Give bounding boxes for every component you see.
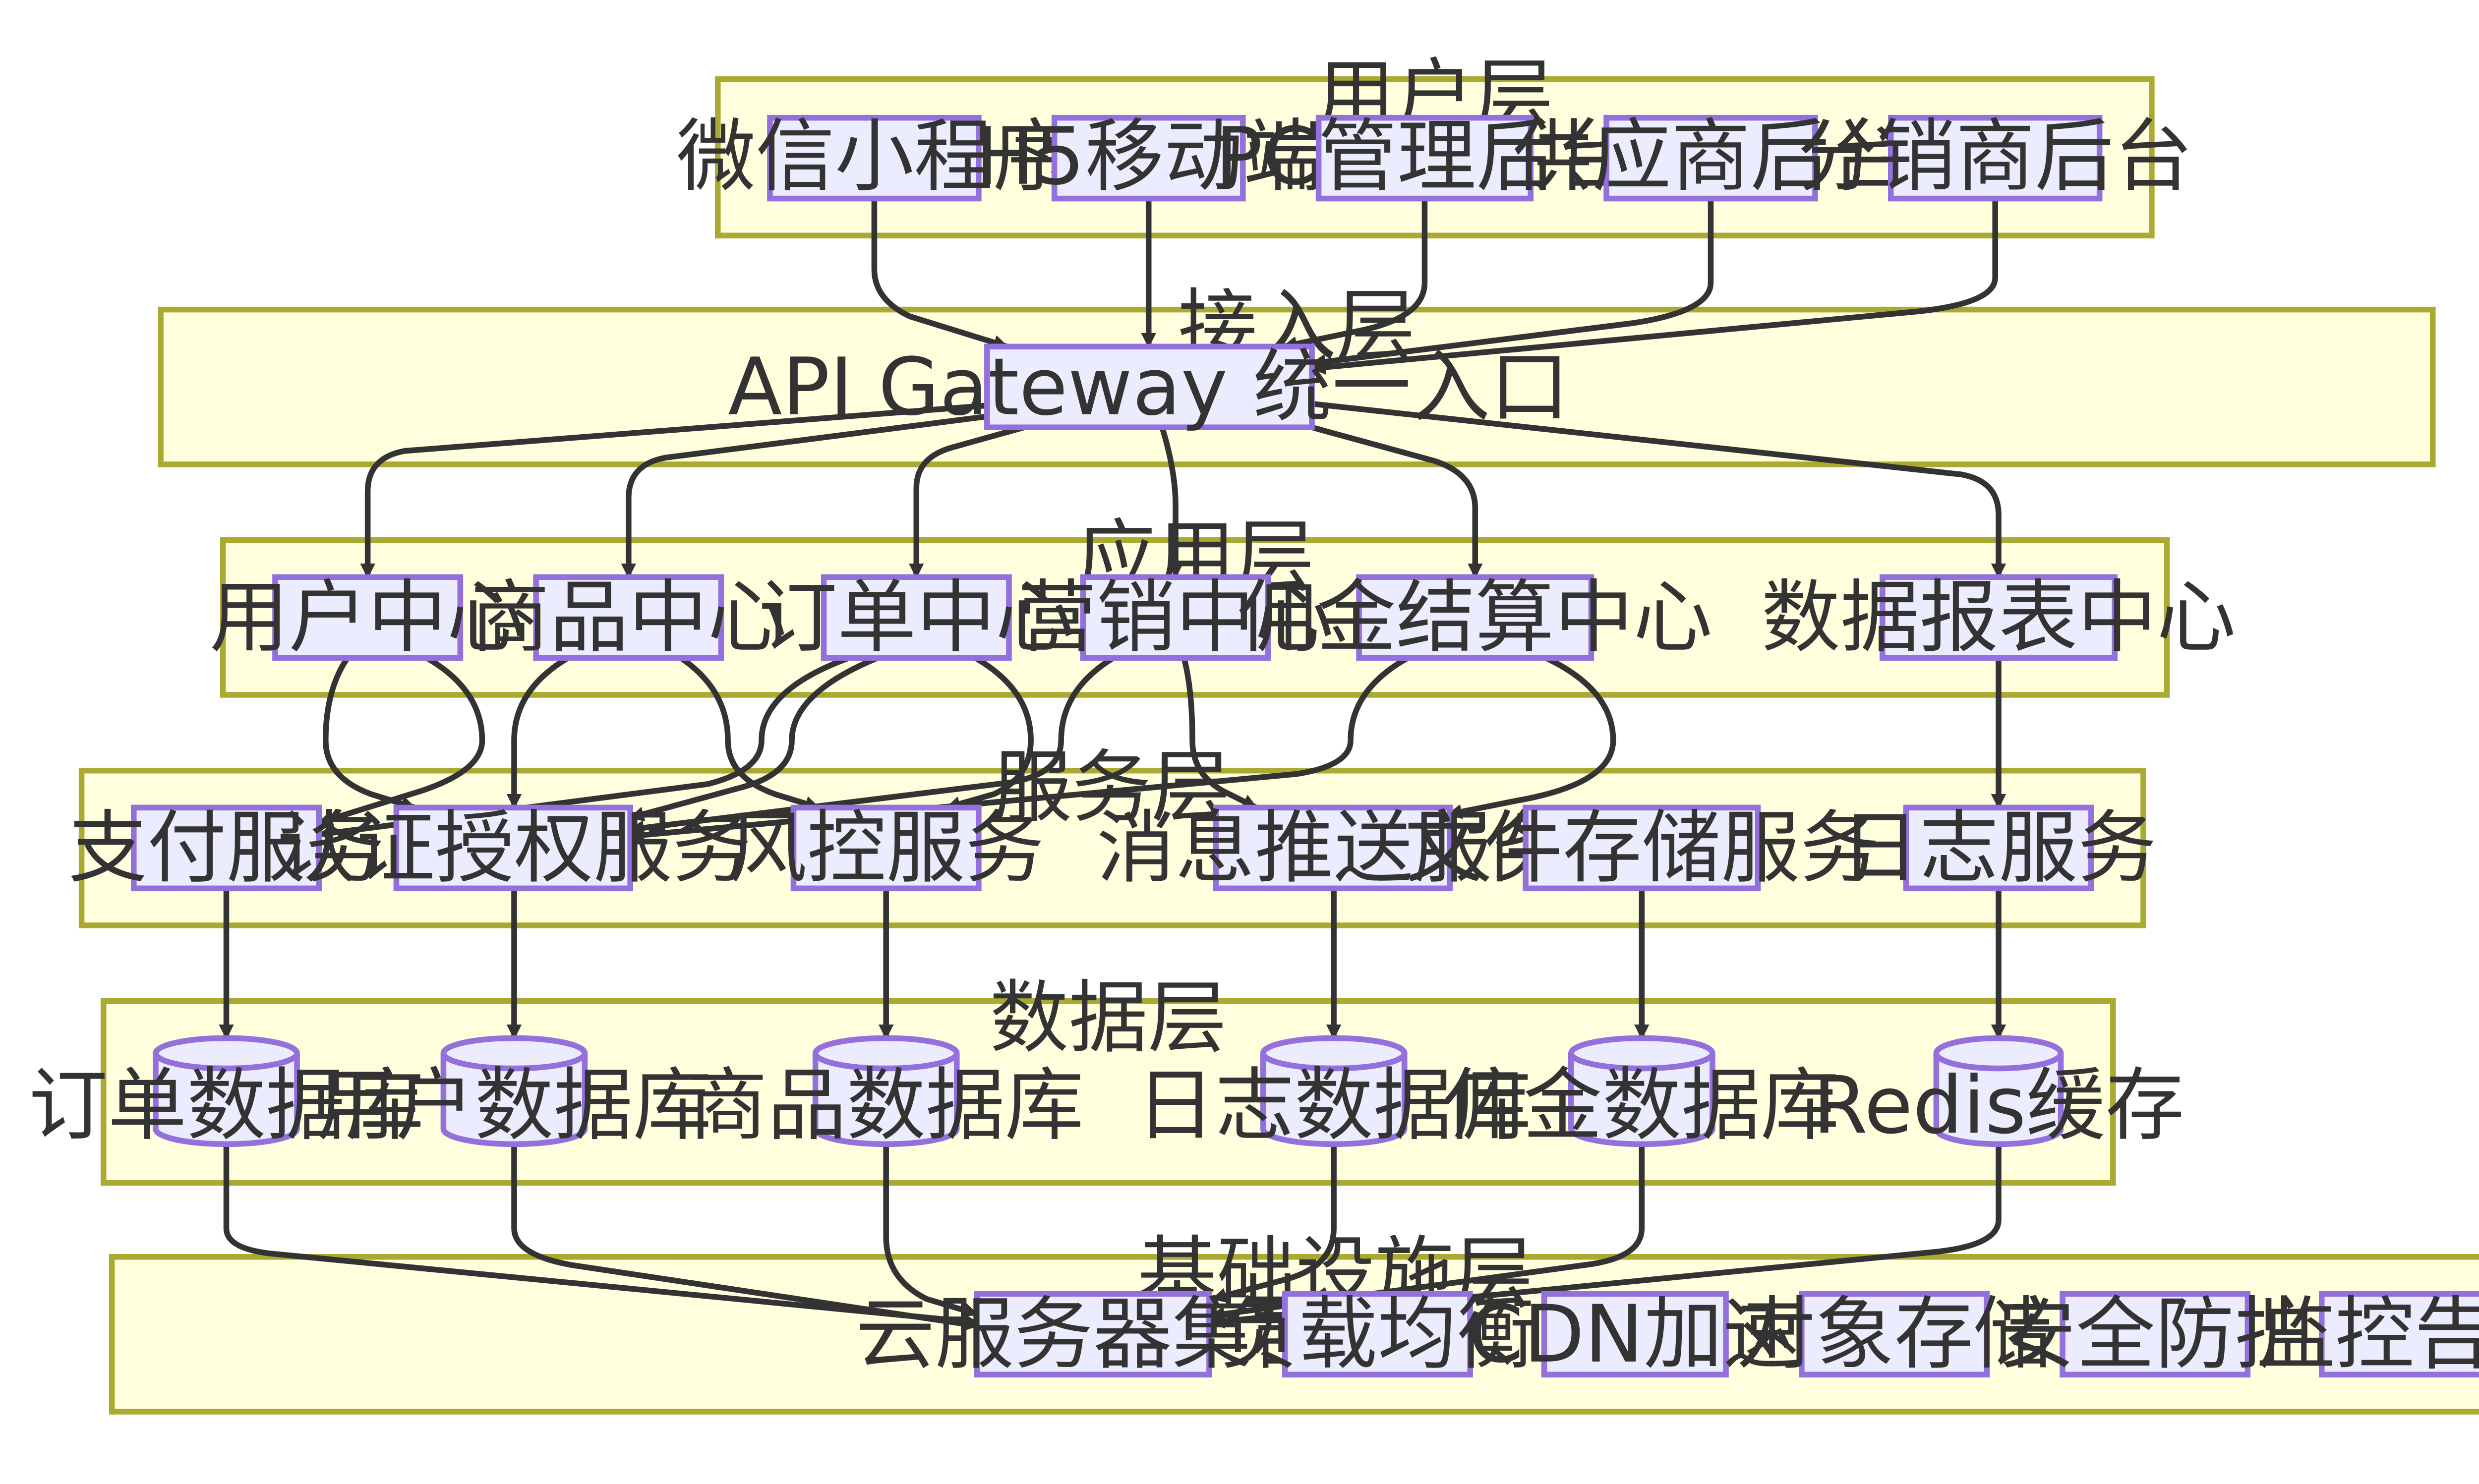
node-pc-admin[interactable]: PC管理后台: [1215, 111, 1635, 203]
edge-log-db-cloud: [1211, 1144, 1337, 1303]
cluster-data-layer: 数据层: [100, 972, 2116, 1186]
edge-commission-center-push: [1446, 655, 1616, 819]
node-marketing-center[interactable]: 营销中心: [1017, 571, 1334, 664]
edge-gateway-commission-center: [1311, 424, 1483, 579]
edge-redis-cloud: [1209, 1144, 2002, 1329]
node-label: 监控告警: [2256, 1288, 2479, 1380]
node-label: 营销中心: [1017, 571, 1334, 664]
node-label: PC管理后台: [1215, 111, 1635, 203]
node-product-center[interactable]: 商品中心: [471, 571, 787, 664]
node-monitoring[interactable]: 监控告警: [2256, 1288, 2479, 1380]
node-push-service[interactable]: 消息推送服务: [1097, 802, 1571, 894]
node-log-db[interactable]: 日志数据库: [1136, 1035, 1532, 1151]
node-log-service[interactable]: 日志服务: [1840, 802, 2157, 894]
edge-commission-db-cloud: [1209, 1144, 1645, 1321]
node-redis-cache[interactable]: Redis缓存: [1813, 1035, 2184, 1151]
edge-commission-center-auth: [629, 655, 1410, 843]
node-label: 商品中心: [471, 571, 787, 664]
edge-distributor-gateway: [1310, 198, 1998, 375]
node-user-center[interactable]: 用户中心: [210, 571, 526, 664]
edge-wechat-gateway: [871, 198, 1009, 350]
node-label: 用户中心: [210, 571, 526, 664]
cluster-label: 服务层: [993, 742, 1231, 834]
edge-user-center-payment: [317, 655, 485, 826]
node-label: H5移动端: [975, 111, 1322, 203]
edge-product-db-cloud: [883, 1144, 979, 1317]
node-label: 分销商后台: [1797, 111, 2193, 203]
node-label: 微信小程序: [677, 111, 1072, 203]
node-label: 订单中心: [758, 571, 1074, 664]
node-label: 用户数据库: [316, 1059, 712, 1151]
node-product-db[interactable]: 商品数据库: [688, 1035, 1084, 1151]
node-label: 支付服务: [68, 802, 384, 894]
node-supplier-admin[interactable]: 供应商后台: [1513, 111, 1909, 203]
node-commission-db[interactable]: 佣金数据库: [1444, 1035, 1839, 1151]
node-report-center[interactable]: 数据报表中心: [1761, 571, 2236, 664]
node-wechat-mini-program[interactable]: 微信小程序: [677, 111, 1072, 203]
edge-product-center-auth: [506, 655, 570, 809]
edge-supplier-gateway: [1310, 198, 1714, 369]
edge-order-center-auth: [629, 655, 879, 822]
node-payment-service[interactable]: 支付服务: [68, 802, 384, 894]
node-label: 文件存储服务: [1405, 802, 1879, 894]
node-user-db[interactable]: 用户数据库: [316, 1035, 712, 1151]
edge-gateway-marketing-center: [1159, 426, 1183, 579]
node-object-storage[interactable]: 对象存储: [1736, 1288, 2052, 1380]
edge-gateway-order-center: [909, 424, 1025, 579]
node-file-storage-service[interactable]: 文件存储服务: [1405, 802, 1879, 894]
node-h5-mobile[interactable]: H5移动端: [975, 111, 1322, 203]
node-cloud-server-cluster[interactable]: 云服务器集群: [856, 1288, 1330, 1380]
edge-order-db-cloud: [223, 1144, 979, 1329]
edge-user-db-cloud: [511, 1144, 979, 1331]
node-label: CDN加速: [1468, 1288, 1802, 1380]
node-label: 佣金结算中心: [1238, 571, 1712, 664]
node-label: 供应商后台: [1513, 111, 1909, 203]
node-label: 安全防护: [1997, 1288, 2313, 1380]
node-order-db[interactable]: 订单数据库: [29, 1035, 424, 1151]
node-label: 订单数据库: [29, 1059, 424, 1151]
node-api-gateway[interactable]: API Gateway 统一入口: [728, 341, 1569, 433]
node-label: 日志数据库: [1136, 1059, 1532, 1151]
edge-marketing-center-push: [1181, 657, 1258, 810]
node-label: 对象存储: [1736, 1288, 2052, 1380]
cluster-service-layer: 服务层: [78, 742, 2146, 928]
node-label: Redis缓存: [1813, 1059, 2184, 1151]
node-label: 消息推送服务: [1097, 802, 1571, 894]
node-load-balancer[interactable]: 负载均衡: [1219, 1288, 1535, 1380]
node-label: 云服务器集群: [856, 1288, 1330, 1380]
edge-gateway-product-center: [621, 412, 995, 579]
node-label: 风控服务: [728, 802, 1044, 894]
node-security[interactable]: 安全防护: [1997, 1288, 2313, 1380]
edge-marketing-center-auth: [629, 655, 1115, 836]
edges: [219, 198, 2007, 1331]
node-commission-center[interactable]: 佣金结算中心: [1238, 571, 1712, 664]
node-order-center[interactable]: 订单中心: [758, 571, 1074, 664]
edge-gateway-user-center: [360, 402, 988, 579]
edge-order-center-payment: [317, 655, 850, 841]
node-label: 日志服务: [1840, 802, 2157, 894]
node-risk-service[interactable]: 风控服务: [728, 802, 1044, 894]
node-label: 商品数据库: [688, 1059, 1084, 1151]
node-auth-service[interactable]: 认证授权服务: [277, 802, 751, 894]
edge-pc-gateway: [1282, 198, 1428, 351]
edge-gateway-report-center: [1311, 400, 2007, 579]
node-label: 负载均衡: [1219, 1288, 1535, 1380]
node-label: 数据报表中心: [1761, 571, 2236, 664]
edge-user-center-auth: [323, 656, 416, 811]
node-label: 佣金数据库: [1444, 1059, 1839, 1151]
node-label: 认证授权服务: [277, 802, 751, 894]
node-label: API Gateway 统一入口: [728, 341, 1569, 433]
node-cdn[interactable]: CDN加速: [1468, 1288, 1802, 1380]
cluster-label: 数据层: [990, 972, 1227, 1064]
node-distributor-admin[interactable]: 分销商后台: [1797, 111, 2193, 203]
